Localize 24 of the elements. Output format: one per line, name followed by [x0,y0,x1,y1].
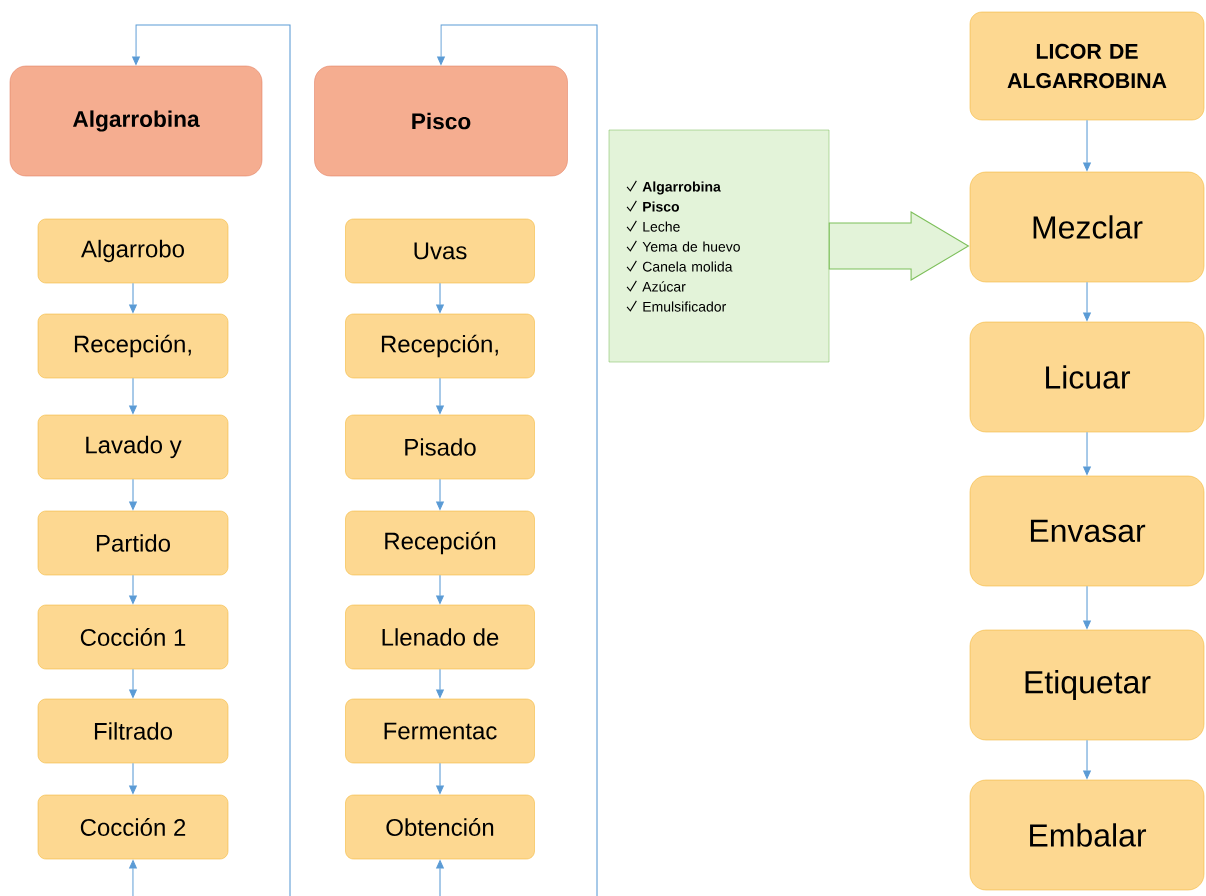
process-box: Recepción [345,510,535,576]
process-box: Partido [37,510,229,576]
process-box: Llenado de [345,604,535,670]
process-box: Licuar [969,321,1205,433]
process-box: Cocción 2 [37,794,229,860]
ingredient-box: Pisco [314,65,568,177]
process-box: Embalar [969,779,1205,891]
process-box: Uvas [345,218,535,284]
process-box: Envasar [969,475,1205,587]
product-box: LICOR DE ALGARROBINA [969,11,1205,121]
process-box: Mezclar [969,171,1205,283]
process-box: Algarrobo [37,218,229,284]
ingredient-box: Algarrobina [9,65,263,177]
block-arrow [828,211,970,281]
process-box: Obtención [345,794,535,860]
process-box: Fermentac [345,698,535,764]
process-box: Recepción, [345,313,535,379]
process-box: Filtrado [37,698,229,764]
process-box: Lavado y [37,414,229,480]
process-box: Recepción, [37,313,229,379]
process-box: Cocción 1 [37,604,229,670]
process-box: Etiquetar [969,629,1205,741]
ingredient-list-box: Algarrobina Pisco Leche Yema de huevo Canela molida Azúcar Emulsificador [608,129,830,363]
process-box: Pisado [345,414,535,480]
